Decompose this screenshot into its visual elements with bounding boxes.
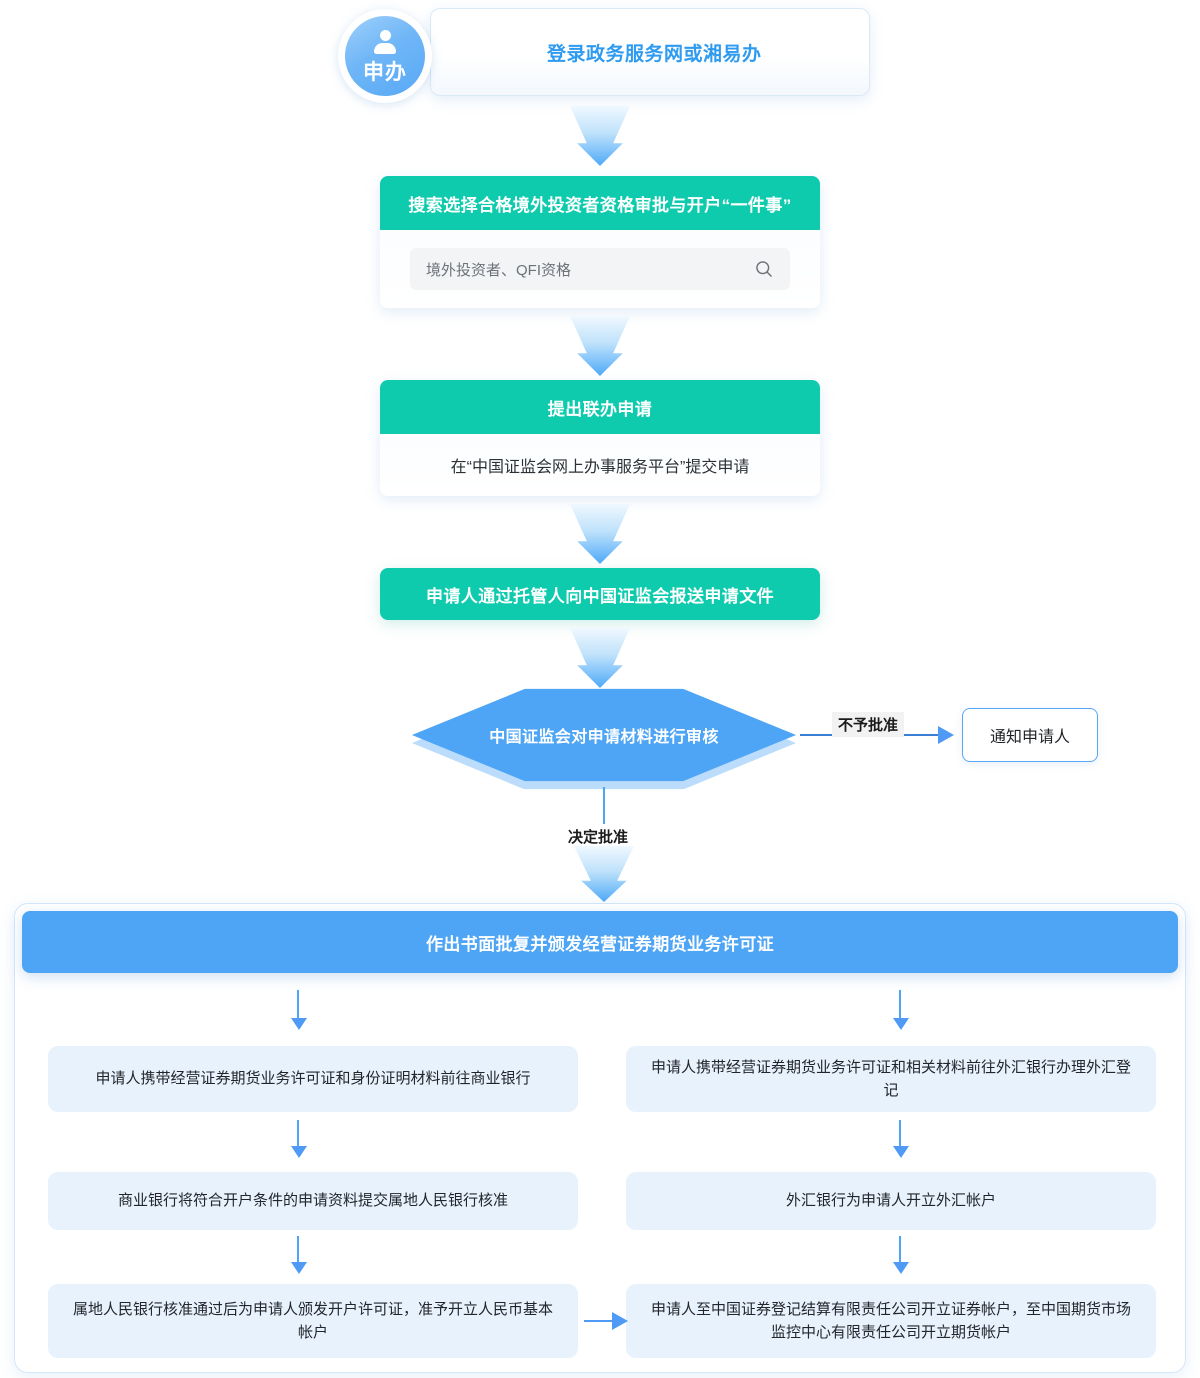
funnel-arrow-4: [570, 628, 630, 688]
left-arrow-2-head: [291, 1146, 307, 1158]
right-arrow-2-line: [899, 1120, 901, 1148]
step-apply-header: 提出联办申请: [380, 380, 820, 434]
right-arrow-1-head: [893, 1018, 909, 1030]
left-arrow-1-line: [297, 990, 299, 1020]
decision-diamond: 中国证监会对申请材料进行审核: [411, 688, 797, 782]
approve-branch-line: [603, 787, 605, 829]
right-step-3: 申请人至中国证券登记结算有限责任公司开立证券帐户，至中国期货市场监控中心有限责任…: [626, 1284, 1156, 1358]
right-arrow-3-head: [893, 1262, 909, 1274]
right-step-1-label: 申请人携带经营证券期货业务许可证和相关材料前往外汇银行办理外汇登记: [650, 1058, 1131, 1099]
search-icon[interactable]: [754, 259, 774, 279]
approve-branch-label: 决定批准: [562, 824, 635, 849]
funnel-arrow-5: [574, 846, 634, 902]
right-step-3-label: 申请人至中国证券登记结算有限责任公司开立证券帐户，至中国期货市场监控中心有限责任…: [650, 1300, 1131, 1341]
person-icon: [373, 30, 397, 54]
step-apply-body: 在“中国证监会网上办事服务平台”提交申请: [380, 434, 820, 496]
step-search-header: 搜索选择合格境外投资者资格审批与开户“一件事”: [380, 176, 820, 230]
step-search-body: 境外投资者、QFI资格: [380, 230, 820, 308]
apply-badge-label: 申办: [363, 61, 407, 84]
left-step-2: 商业银行将符合开户条件的申请资料提交属地人民银行核准: [48, 1172, 578, 1230]
left-arrow-3-head: [291, 1262, 307, 1274]
login-title: 登录政务服务网或湘易办: [547, 43, 762, 65]
right-arrow-1-line: [899, 990, 901, 1020]
reject-branch-arrowhead: [938, 726, 954, 744]
right-arrow-2-head: [893, 1146, 909, 1158]
left-step-1: 申请人携带经营证券期货业务许可证和身份证明材料前往商业银行: [48, 1046, 578, 1112]
right-arrow-3-line: [899, 1236, 901, 1264]
right-step-2: 外汇银行为申请人开立外汇帐户: [626, 1172, 1156, 1230]
approve-banner: 作出书面批复并颁发经营证券期货业务许可证: [22, 911, 1178, 973]
step-apply-card: 提出联办申请 在“中国证监会网上办事服务平台”提交申请: [380, 380, 820, 496]
funnel-arrow-3: [570, 504, 630, 564]
login-bar[interactable]: 登录政务服务网或湘易办: [430, 8, 870, 96]
right-step-1: 申请人携带经营证券期货业务许可证和相关材料前往外汇银行办理外汇登记: [626, 1046, 1156, 1112]
step-search-card: 搜索选择合格境外投资者资格审批与开户“一件事” 境外投资者、QFI资格: [380, 176, 820, 308]
funnel-arrow-2: [570, 316, 630, 376]
step-submit-label: 申请人通过托管人向中国证监会报送申请文件: [426, 586, 774, 606]
reject-branch-label: 不予批准: [832, 712, 905, 737]
step-login: 登录政务服务网或湘易办 申办: [338, 8, 870, 103]
left-step-1-label: 申请人携带经营证券期货业务许可证和身份证明材料前往商业银行: [95, 1070, 531, 1088]
cross-arrow-head: [612, 1312, 628, 1330]
left-arrow-3-line: [297, 1236, 299, 1264]
left-step-2-label: 商业银行将符合开户条件的申请资料提交属地人民银行核准: [117, 1192, 508, 1210]
approve-banner-label: 作出书面批复并颁发经营证券期货业务许可证: [426, 934, 774, 954]
right-step-2-label: 外汇银行为申请人开立外汇帐户: [785, 1192, 996, 1210]
reject-outcome-box: 通知申请人: [962, 708, 1098, 762]
decision-node: 中国证监会对申请材料进行审核: [404, 687, 804, 790]
left-arrow-2-line: [297, 1120, 299, 1148]
search-placeholder: 境外投资者、QFI资格: [426, 261, 571, 279]
left-step-3: 属地人民银行核准通过后为申请人颁发开户许可证，准予开立人民币基本帐户: [48, 1284, 578, 1358]
apply-badge: 申办: [338, 9, 432, 103]
cross-arrow-line: [584, 1320, 616, 1322]
decision-label: 中国证监会对申请材料进行审核: [489, 729, 719, 746]
left-step-3-label: 属地人民银行核准通过后为申请人颁发开户许可证，准予开立人民币基本帐户: [72, 1300, 553, 1341]
apply-badge-inner: 申办: [345, 16, 425, 96]
step-apply-note: 在“中国证监会网上办事服务平台”提交申请: [450, 459, 750, 476]
search-input[interactable]: 境外投资者、QFI资格: [410, 248, 790, 290]
funnel-arrow-1: [570, 106, 630, 166]
left-arrow-1-head: [291, 1018, 307, 1030]
step-submit-bar: 申请人通过托管人向中国证监会报送申请文件: [380, 568, 820, 620]
reject-outcome-label: 通知申请人: [989, 729, 1070, 746]
